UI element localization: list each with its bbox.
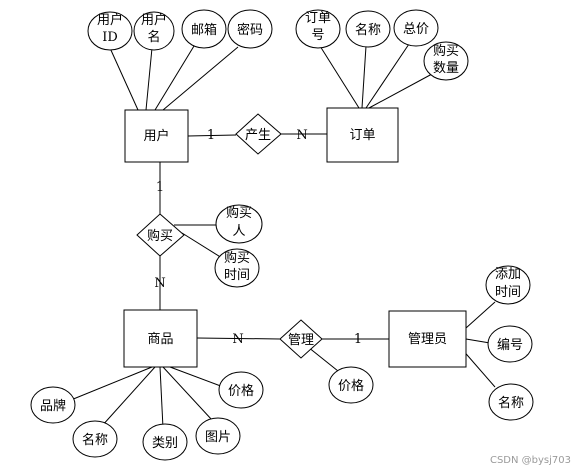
relationship-manage-label: 管理 bbox=[288, 333, 314, 348]
entity-order[interactable]: 订单 bbox=[326, 107, 399, 163]
attribute-product-name[interactable]: 名称 bbox=[72, 420, 118, 458]
attribute-buy-time-line2: 时间 bbox=[224, 268, 250, 283]
entity-user[interactable]: 用户 bbox=[124, 109, 189, 163]
attribute-user-id-line1: 用户 bbox=[97, 12, 123, 28]
attribute-admin-no[interactable]: 编号 bbox=[487, 325, 533, 363]
entity-product-label: 商品 bbox=[147, 332, 173, 347]
attribute-order-no-line2: 号 bbox=[311, 28, 324, 43]
attribute-product-price-label: 价格 bbox=[228, 383, 254, 399]
cardinality-user-generate: 1 bbox=[207, 128, 215, 143]
attribute-manage-price[interactable]: 价格 bbox=[328, 366, 374, 404]
attribute-order-total[interactable]: 总价 bbox=[393, 9, 439, 47]
entity-admin[interactable]: 管理员 bbox=[388, 310, 467, 368]
attribute-order-no-line1: 订单 bbox=[305, 11, 331, 26]
relationship-manage[interactable]: 管理 bbox=[279, 319, 323, 359]
attribute-product-price[interactable]: 价格 bbox=[218, 371, 264, 409]
attribute-user-id-line2: ID bbox=[102, 30, 118, 45]
attribute-add-time-line1: 添加 bbox=[495, 267, 521, 282]
attribute-user-name[interactable]: 用户 名 bbox=[133, 11, 175, 51]
attribute-manage-price-label: 价格 bbox=[338, 378, 364, 394]
attribute-buyer-line1: 购买 bbox=[226, 205, 252, 221]
attribute-buy-time[interactable]: 购买 时间 bbox=[214, 248, 260, 288]
attribute-category-label: 类别 bbox=[152, 436, 178, 451]
attribute-buyer[interactable]: 购买 人 bbox=[215, 204, 263, 244]
attribute-order-quantity[interactable]: 购买 数量 bbox=[423, 41, 469, 81]
entity-admin-label: 管理员 bbox=[408, 332, 447, 347]
attribute-order-no[interactable]: 订单 号 bbox=[295, 9, 341, 49]
entity-product[interactable]: 商品 bbox=[123, 309, 198, 368]
attribute-user-id[interactable]: 用户 ID bbox=[87, 11, 133, 51]
attribute-add-time[interactable]: 添加 时间 bbox=[485, 265, 531, 305]
attribute-brand[interactable]: 品牌 bbox=[30, 386, 76, 424]
attribute-product-name-label: 名称 bbox=[82, 432, 108, 448]
relationship-buy[interactable]: 购买 bbox=[136, 213, 185, 257]
attribute-buyer-line2: 人 bbox=[232, 224, 245, 239]
attribute-buy-time-line1: 购买 bbox=[224, 250, 250, 266]
attribute-order-quantity-line1: 购买 bbox=[433, 43, 459, 59]
attribute-admin-name-label: 名称 bbox=[498, 395, 524, 411]
attribute-user-name-line1: 用户 bbox=[141, 12, 167, 28]
entity-order-label: 订单 bbox=[349, 128, 375, 143]
cardinality-user-buy: 1 bbox=[156, 180, 164, 195]
relationship-generate-label: 产生 bbox=[245, 128, 271, 143]
attribute-category[interactable]: 类别 bbox=[142, 423, 188, 461]
attribute-brand-label: 品牌 bbox=[40, 398, 66, 414]
attribute-admin-no-label: 编号 bbox=[497, 338, 523, 353]
relationship-generate[interactable]: 产生 bbox=[235, 113, 282, 155]
attribute-picture-label: 图片 bbox=[205, 430, 231, 445]
cardinality-product-manage: N bbox=[232, 332, 243, 347]
attribute-order-name-label: 名称 bbox=[355, 22, 381, 38]
cardinality-buy-product: N bbox=[154, 276, 165, 291]
attribute-user-name-line2: 名 bbox=[147, 29, 160, 45]
entity-user-label: 用户 bbox=[143, 128, 169, 144]
attribute-picture[interactable]: 图片 bbox=[195, 417, 241, 455]
attribute-order-name[interactable]: 名称 bbox=[345, 10, 391, 48]
attribute-user-email-label: 邮箱 bbox=[191, 22, 217, 38]
cardinality-manage-admin: 1 bbox=[354, 332, 362, 347]
attribute-order-quantity-line2: 数量 bbox=[433, 61, 459, 76]
relationship-buy-label: 购买 bbox=[147, 228, 173, 244]
watermark: CSDN @bysj703 bbox=[489, 455, 571, 466]
attribute-admin-name[interactable]: 名称 bbox=[488, 383, 534, 421]
attribute-user-email[interactable]: 邮箱 bbox=[181, 9, 227, 49]
attribute-order-total-label: 总价 bbox=[403, 22, 429, 37]
attribute-add-time-line2: 时间 bbox=[495, 285, 521, 300]
attribute-user-password-label: 密码 bbox=[237, 22, 263, 38]
cardinality-generate-order: N bbox=[296, 128, 307, 143]
attribute-user-password[interactable]: 密码 bbox=[227, 9, 273, 49]
